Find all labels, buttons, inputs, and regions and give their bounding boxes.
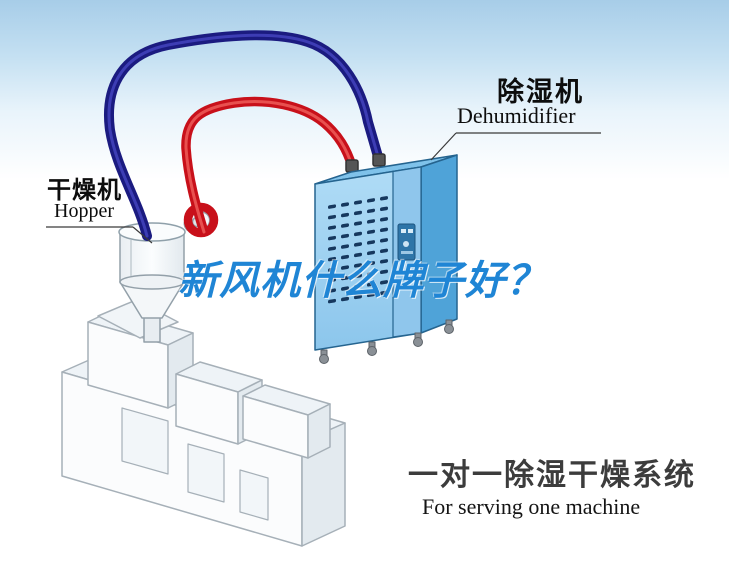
dehumidifier-cabinet [314, 153, 458, 364]
extruder-machine [61, 299, 346, 547]
cabinet-side-face [420, 154, 458, 334]
blue-pipe-highlight [107, 33, 381, 238]
dehumidifier-vents [328, 196, 388, 304]
hopper-label-en: Hopper [54, 200, 114, 222]
pipe-connector [372, 153, 386, 167]
title-overlay: 新风机什么牌子好？ [178, 259, 547, 303]
machine-panel [239, 469, 269, 521]
pipe-connector [345, 159, 359, 173]
hopper-leader-line [132, 226, 153, 244]
red-pipe-highlight [184, 100, 354, 234]
hopper-lid [118, 222, 186, 242]
dehumidifier-label-cn: 除湿机 [497, 77, 584, 107]
machine-box2-side [307, 403, 331, 459]
hopper-body-bottom [119, 274, 185, 290]
dehumidifier-leader-line [430, 132, 457, 161]
dehumidifier-casters [319, 319, 454, 364]
dehumidifier-control-panel [397, 223, 416, 261]
machine-panel [187, 443, 225, 503]
caption-cn: 一对一除湿干燥系统 [408, 459, 696, 492]
pipes [104, 30, 384, 241]
hopper-label-cn: 干燥机 [47, 177, 122, 204]
machine-panel [121, 407, 169, 475]
hopper-assembly [118, 210, 211, 343]
label-leader-lines [46, 132, 601, 244]
caption-en: For serving one machine [422, 494, 641, 519]
dehumidifier-label-en: Dehumidifier [457, 103, 576, 128]
